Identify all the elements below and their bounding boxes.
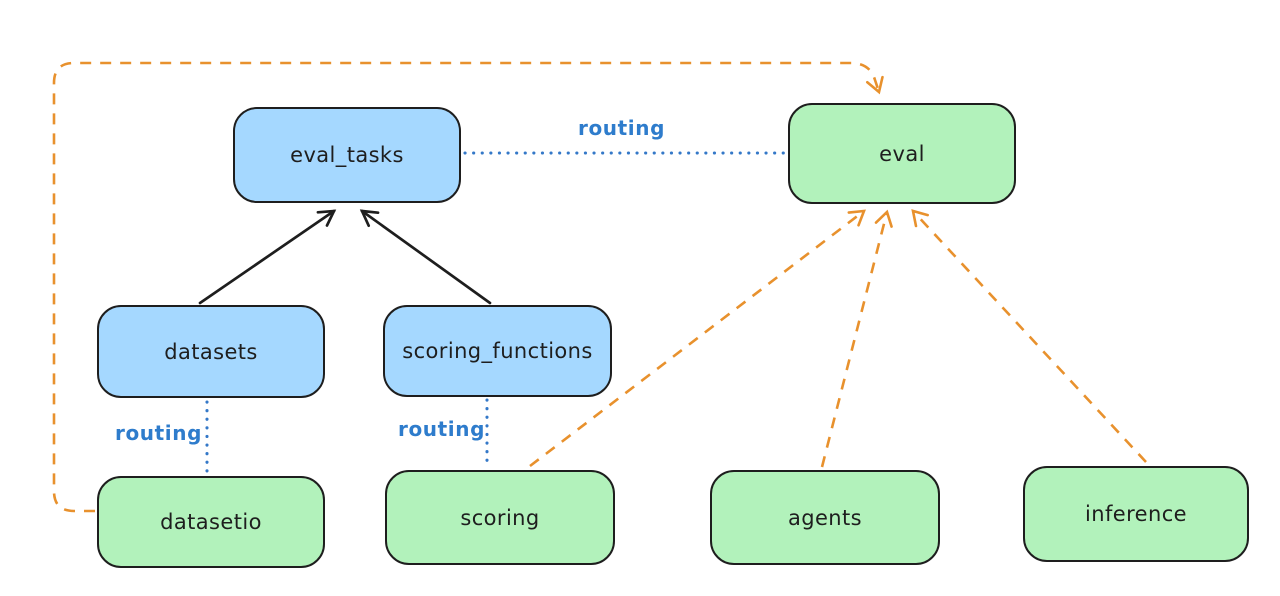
routing-label-eval-tasks-to-eval: routing: [578, 116, 666, 140]
edge-datasets-to-eval-tasks: [198, 209, 337, 305]
node-eval-label: eval: [879, 141, 925, 166]
node-inference-label: inference: [1085, 502, 1187, 526]
edge-inference-to-eval: [911, 209, 1147, 463]
node-inference: inference: [1023, 466, 1249, 562]
node-datasetio: datasetio: [97, 476, 325, 568]
node-scoring-label: scoring: [460, 505, 540, 530]
routing-label-scoring-functions-to-scoring: routing: [398, 417, 486, 441]
node-scoring: scoring: [385, 470, 615, 565]
node-datasets-label: datasets: [164, 339, 258, 364]
node-datasetio-label: datasetio: [160, 510, 262, 534]
routing-label-datasets-to-datasetio: routing: [115, 421, 203, 445]
node-scoring-functions-label: scoring_functions: [402, 339, 593, 363]
node-datasets: datasets: [97, 305, 325, 398]
node-eval-tasks: eval_tasks: [233, 107, 461, 203]
edge-agents-to-eval: [820, 209, 893, 468]
node-agents: agents: [710, 470, 940, 565]
edge-scoring-functions-to-eval-tasks: [359, 209, 492, 305]
node-eval-tasks-label: eval_tasks: [290, 143, 404, 167]
node-scoring-functions: scoring_functions: [383, 305, 612, 397]
node-eval: eval: [788, 103, 1016, 204]
node-agents-label: agents: [787, 505, 862, 530]
edge-scoring-to-eval: [529, 209, 866, 468]
edge-datasetio-to-eval-loop: [52, 61, 884, 513]
